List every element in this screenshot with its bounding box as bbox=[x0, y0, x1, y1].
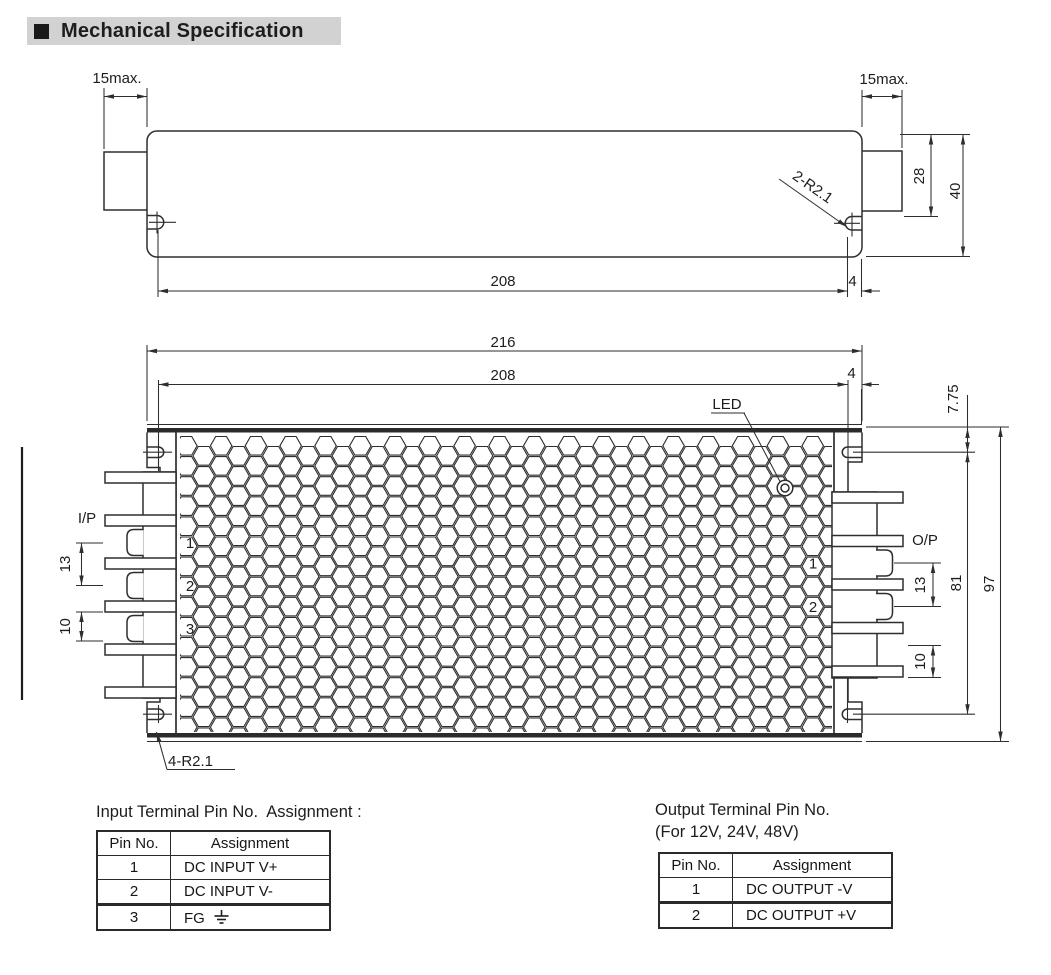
fg-label: FG bbox=[184, 909, 205, 927]
top-view-dimensions bbox=[103, 88, 970, 297]
right-flange-bottom bbox=[847, 678, 863, 733]
pin-cell: 1 bbox=[96, 855, 171, 880]
front-view-top-edge bbox=[147, 428, 862, 433]
dim-label-output-10: 10 bbox=[912, 653, 929, 670]
front-view-drawing: 216 208 4 LED 7.75 81 97 I/P O/P 13 10 1… bbox=[57, 334, 1009, 771]
input-table-heading: Input Terminal Pin No. Assignment : bbox=[96, 803, 362, 821]
table-row: 3 FG bbox=[96, 903, 331, 931]
table-row: 2 DC INPUT V- bbox=[96, 879, 331, 905]
table-row: 2 DC OUTPUT +V bbox=[658, 901, 893, 929]
assignment-cell: DC OUTPUT -V bbox=[732, 877, 893, 903]
dim-label-top-208: 208 bbox=[490, 273, 515, 290]
column-header-pin-no: Pin No. bbox=[658, 852, 733, 878]
page-title: Mechanical Specification bbox=[61, 19, 304, 42]
left-flange-top bbox=[146, 432, 161, 472]
dim-label-input-13: 13 bbox=[57, 556, 74, 573]
dim-label-front-4: 4 bbox=[847, 365, 855, 382]
vent-mesh bbox=[180, 436, 832, 732]
top-view-input-connector bbox=[103, 151, 147, 211]
output-table-heading-line1: Output Terminal Pin No. bbox=[655, 801, 830, 819]
terminal-blocks bbox=[104, 471, 904, 699]
dim-label-top-right-15max: 15max. bbox=[859, 71, 908, 88]
earth-ground-icon bbox=[214, 909, 229, 924]
dim-label-4-r2.1: 4-R2.1 bbox=[168, 753, 213, 770]
dim-label-input-10: 10 bbox=[57, 618, 74, 635]
top-view-output-connector bbox=[862, 150, 903, 212]
output-pin-1-label: 1 bbox=[809, 556, 817, 573]
mounting-keyhole-top-right bbox=[841, 446, 862, 459]
front-view-dimensions bbox=[76, 345, 1009, 771]
top-view-drawing: 15max. 15max. 28 40 208 4 2-R2.1 bbox=[92, 70, 970, 297]
pin-cell: 3 bbox=[96, 903, 171, 931]
assignment-cell: DC INPUT V+ bbox=[170, 855, 331, 880]
dim-label-216: 216 bbox=[490, 334, 515, 351]
right-flange-top bbox=[847, 432, 863, 492]
assignment-cell: DC OUTPUT +V bbox=[732, 901, 893, 929]
pin-cell: 1 bbox=[658, 877, 733, 903]
output-pin-table: Pin No. Assignment 1 DC OUTPUT -V 2 DC O… bbox=[658, 852, 893, 929]
input-pin-2-label: 2 bbox=[186, 578, 194, 595]
dim-label-81: 81 bbox=[948, 575, 965, 592]
dim-label-front-208: 208 bbox=[490, 367, 515, 384]
output-label: O/P bbox=[912, 532, 938, 549]
input-pin-table: Pin No. Assignment 1 DC INPUT V+ 2 DC IN… bbox=[96, 830, 331, 931]
column-header-assignment: Assignment bbox=[170, 830, 331, 856]
dim-label-40: 40 bbox=[947, 183, 964, 200]
dim-label-28: 28 bbox=[911, 168, 928, 185]
top-view-body bbox=[146, 130, 863, 258]
top-view-left-screw-slot bbox=[147, 211, 176, 234]
left-flange-bottom bbox=[146, 698, 161, 733]
column-header-assignment: Assignment bbox=[732, 852, 893, 878]
dim-label-output-13: 13 bbox=[912, 577, 929, 594]
input-pin-1-label: 1 bbox=[186, 535, 194, 552]
output-pin-2-label: 2 bbox=[809, 599, 817, 616]
dim-label-top-left-15max: 15max. bbox=[92, 70, 141, 87]
mounting-keyhole-bottom-left bbox=[143, 705, 172, 723]
section-title-bar: Mechanical Specification bbox=[27, 17, 341, 45]
table-header-row: Pin No. Assignment bbox=[658, 852, 893, 878]
dim-label-top-4: 4 bbox=[848, 273, 856, 290]
led-label: LED bbox=[712, 396, 741, 413]
input-pin-3-label: 3 bbox=[186, 621, 194, 638]
input-label: I/P bbox=[78, 510, 96, 527]
table-row: 1 DC INPUT V+ bbox=[96, 855, 331, 880]
table-row: 1 DC OUTPUT -V bbox=[658, 877, 893, 903]
front-view-bottom-edge bbox=[147, 733, 862, 738]
column-header-pin-no: Pin No. bbox=[96, 830, 171, 856]
dim-label-97: 97 bbox=[981, 576, 998, 593]
table-header-row: Pin No. Assignment bbox=[96, 830, 331, 856]
pin-cell: 2 bbox=[658, 901, 733, 929]
section-bullet-icon bbox=[34, 23, 49, 39]
output-table-heading-line2: (For 12V, 24V, 48V) bbox=[655, 823, 799, 841]
led-indicator-inner bbox=[780, 483, 790, 493]
mounting-keyhole-bottom-right bbox=[841, 678, 862, 723]
assignment-cell: FG bbox=[170, 903, 331, 931]
pin-cell: 2 bbox=[96, 879, 171, 905]
dim-label-7.75: 7.75 bbox=[945, 384, 962, 413]
assignment-cell: DC INPUT V- bbox=[170, 879, 331, 905]
